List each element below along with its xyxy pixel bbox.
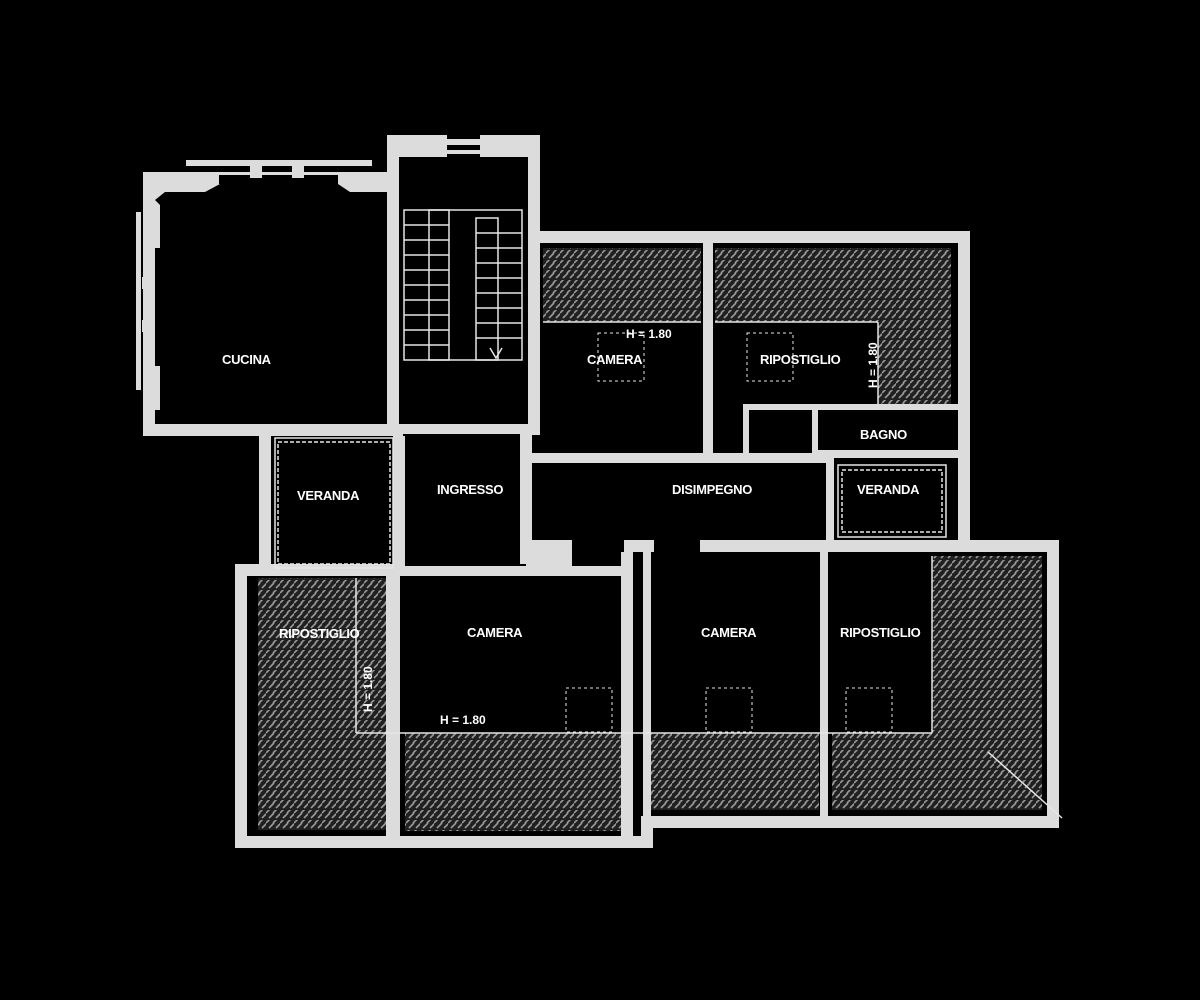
hatched-areas [258,248,1042,831]
height-label-left-ripostiglio: H = 1.80 [361,666,375,712]
room-label-disimpegno: DISIMPEGNO [672,482,752,497]
room-label-bagno: BAGNO [860,427,907,442]
height-labels: H = 1.80 H = 1.80 H = 1.80 H = 1.80 [361,327,880,727]
detail-lines [274,209,1063,819]
height-label-bottom-camera: H = 1.80 [440,713,486,727]
room-label-veranda-left: VERANDA [297,488,360,503]
room-label-ripostiglio-top: RIPOSTIGLIO [760,352,841,367]
room-label-camera-bottom-left: CAMERA [467,625,523,640]
height-label-top-ripostiglio: H = 1.80 [866,342,880,388]
room-label-camera-top: CAMERA [587,352,643,367]
room-label-cucina: CUCINA [222,352,272,367]
room-labels: CUCINA CAMERA RIPOSTIGLIO BAGNO VERANDA … [222,352,921,641]
room-label-ingresso: INGRESSO [437,482,503,497]
height-label-top-camera: H = 1.80 [626,327,672,341]
room-label-ripostiglio-left: RIPOSTIGLIO [279,626,360,641]
walls [136,135,1059,848]
room-label-camera-bottom-mid: CAMERA [701,625,757,640]
room-label-ripostiglio-bottom-right: RIPOSTIGLIO [840,625,921,640]
room-label-veranda-right: VERANDA [857,482,920,497]
